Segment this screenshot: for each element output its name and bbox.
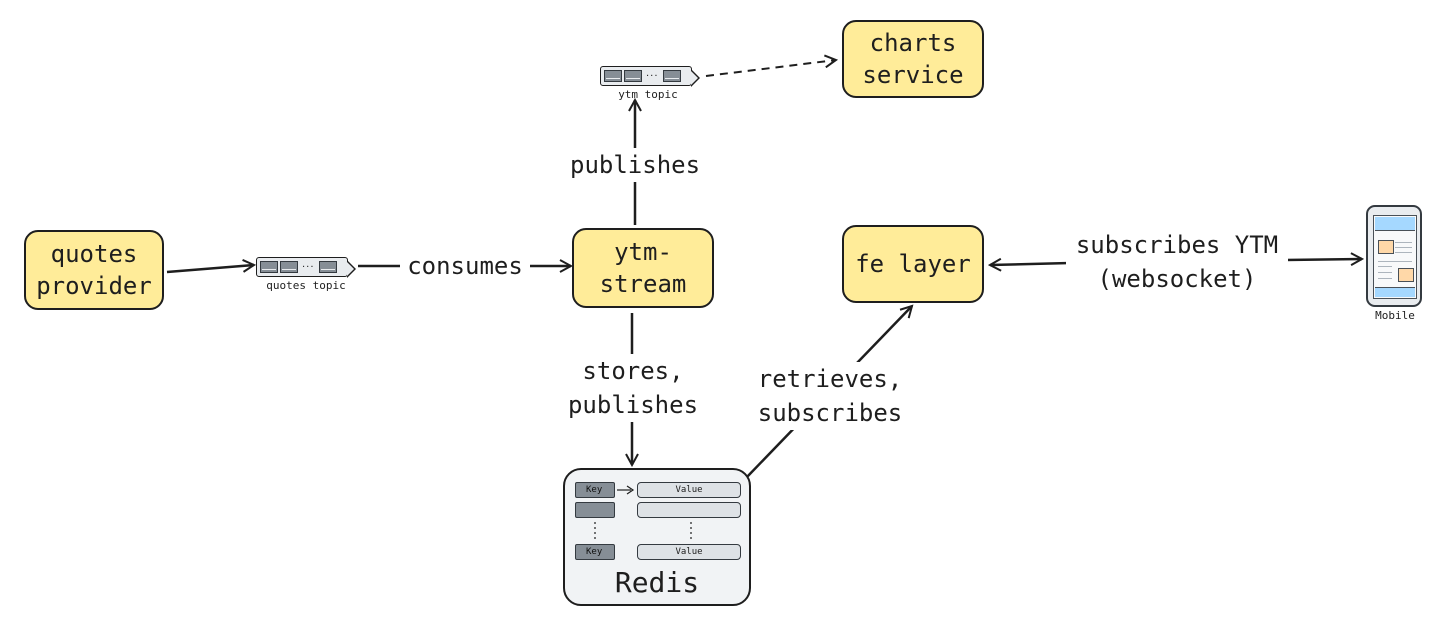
arrow-mobile-to-fe-layer bbox=[990, 263, 1071, 265]
mobile-screen bbox=[1373, 215, 1417, 299]
redis-row-connectors bbox=[594, 485, 692, 540]
ytm-topic-caption: ytm topic bbox=[618, 88, 678, 101]
message-icon bbox=[662, 70, 681, 82]
subscribes-ytm-label: subscribes YTM (websocket) bbox=[1066, 228, 1288, 296]
message-icon bbox=[318, 261, 337, 273]
arrow-fe-layer-to-mobile bbox=[1284, 259, 1362, 260]
consumes-label: consumes bbox=[400, 249, 530, 283]
message-icon bbox=[260, 261, 278, 273]
quotes-topic-caption: quotes topic bbox=[266, 279, 346, 292]
redis-key-cell: Key bbox=[575, 544, 615, 560]
redis-value-cell bbox=[637, 502, 741, 518]
ellipsis-icon: ··· bbox=[646, 70, 659, 82]
fe-layer-node: fe layer bbox=[842, 225, 984, 303]
redis-key-cell bbox=[575, 502, 615, 518]
publishes-label: publishes bbox=[570, 148, 700, 182]
redis-value-cell: Value bbox=[637, 482, 741, 498]
redis-node: Key Value Key Value Redis bbox=[563, 468, 751, 606]
ytm-stream-node: ytm- stream bbox=[572, 228, 714, 308]
quotes-topic-queue: ··· bbox=[256, 257, 356, 278]
arrow-provider-to-quotes-topic bbox=[166, 265, 254, 274]
charts-service-node: charts service bbox=[842, 20, 984, 98]
mobile-device-icon bbox=[1366, 205, 1422, 307]
message-icon bbox=[280, 261, 298, 273]
message-icon bbox=[604, 70, 622, 82]
arrow-ytm-topic-to-charts-service bbox=[705, 60, 836, 77]
redis-key-cell: Key bbox=[575, 482, 615, 498]
charts-service-label: charts service bbox=[862, 29, 964, 89]
message-icon bbox=[624, 70, 642, 82]
retrieves-subscribes-label: retrieves, subscribes bbox=[755, 362, 905, 430]
redis-title: Redis bbox=[614, 566, 700, 599]
ytm-topic-queue: ··· bbox=[600, 66, 700, 87]
ytm-stream-label: ytm- stream bbox=[599, 238, 687, 298]
redis-value-cell: Value bbox=[637, 544, 741, 560]
quotes-provider-label: quotes provider bbox=[36, 240, 152, 300]
quotes-provider-node: quotes provider bbox=[24, 230, 164, 310]
ellipsis-icon: ··· bbox=[302, 261, 315, 273]
stores-publishes-label: stores, publishes bbox=[566, 354, 700, 422]
fe-layer-label: fe layer bbox=[855, 250, 971, 278]
mobile-caption: Mobile bbox=[1375, 309, 1415, 322]
